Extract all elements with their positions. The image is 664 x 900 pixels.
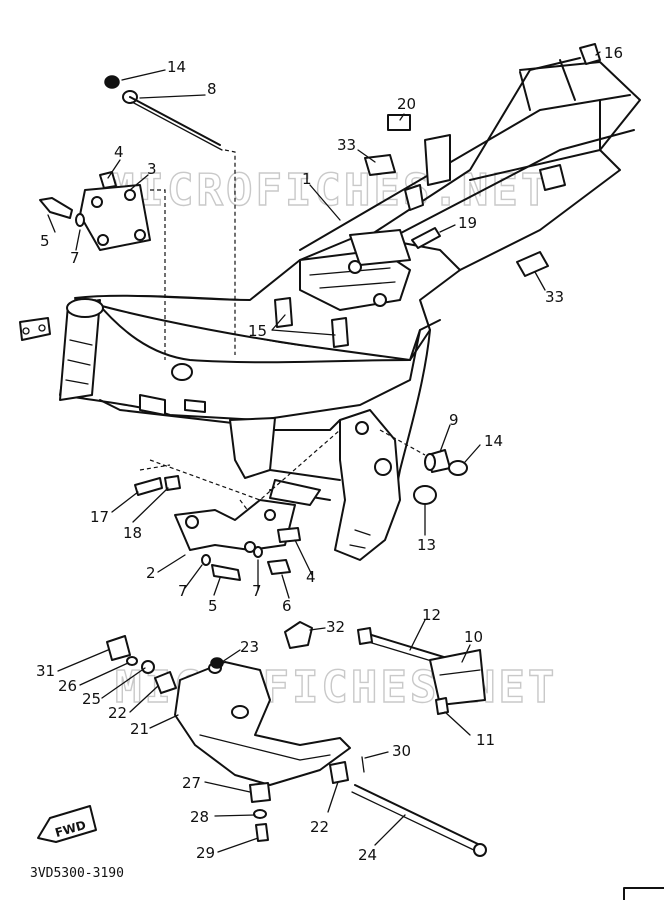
damper-27-29 bbox=[249, 782, 271, 842]
callout: 14 bbox=[484, 432, 503, 450]
callout: 25 bbox=[82, 690, 101, 708]
callout: 32 bbox=[326, 618, 345, 636]
leader-lines bbox=[47, 51, 601, 853]
callout: 28 bbox=[190, 808, 209, 826]
callout: 7 bbox=[178, 582, 188, 600]
collars-left bbox=[106, 635, 177, 694]
clamp-32 bbox=[284, 621, 313, 649]
callout: 12 bbox=[422, 606, 441, 624]
callout: 14 bbox=[167, 58, 186, 76]
page-corner-frame bbox=[623, 887, 664, 900]
callout: 33 bbox=[337, 136, 356, 154]
callout: 6 bbox=[282, 597, 292, 615]
callout: 1 bbox=[302, 170, 312, 188]
callout: 22 bbox=[310, 818, 329, 836]
callout: 9 bbox=[449, 411, 459, 429]
callout: 8 bbox=[207, 80, 217, 98]
callout: 4 bbox=[306, 568, 316, 586]
callout: 20 bbox=[397, 95, 416, 113]
callout: 7 bbox=[70, 249, 80, 267]
callout: 21 bbox=[130, 720, 149, 738]
callout: 10 bbox=[464, 628, 483, 646]
callout: 26 bbox=[58, 677, 77, 695]
callout: 22 bbox=[108, 704, 127, 722]
callout: 15 bbox=[248, 322, 267, 340]
callout: 27 bbox=[182, 774, 201, 792]
main-frame bbox=[19, 57, 641, 561]
callout: 18 bbox=[123, 524, 142, 542]
callout: 23 bbox=[240, 638, 259, 656]
callout: 30 bbox=[392, 742, 411, 760]
callout: 13 bbox=[417, 536, 436, 554]
rear-bracket-10 bbox=[357, 627, 486, 715]
callout: 31 bbox=[36, 662, 55, 680]
clip-17-18 bbox=[134, 475, 181, 496]
callout: 19 bbox=[458, 214, 477, 232]
callout: 4 bbox=[114, 143, 124, 161]
callout-labels: 14 8 4 3 5 7 1 20 33 16 19 33 15 9 14 13… bbox=[36, 44, 623, 864]
callout: 5 bbox=[208, 597, 218, 615]
watermark-top: MICROFICHES.NET bbox=[108, 165, 550, 216]
callout: 3 bbox=[147, 160, 157, 178]
callout: 2 bbox=[146, 564, 156, 582]
collars bbox=[413, 449, 468, 505]
callout: 7 bbox=[252, 582, 262, 600]
bolt-8-top bbox=[104, 75, 223, 151]
engine-bracket-2 bbox=[174, 499, 301, 581]
under-cover-21 bbox=[174, 661, 351, 786]
fwd-arrow-icon: FWD bbox=[37, 805, 97, 843]
callout: 29 bbox=[196, 844, 215, 862]
callout: 33 bbox=[545, 288, 564, 306]
diagram-code: 3VD5300-3190 bbox=[30, 866, 124, 881]
bolt-23 bbox=[210, 657, 224, 669]
callout: 11 bbox=[476, 731, 495, 749]
callout: 16 bbox=[604, 44, 623, 62]
rod-24 bbox=[329, 756, 487, 857]
callout: 17 bbox=[90, 508, 109, 526]
callout: 24 bbox=[358, 846, 377, 864]
callout: 5 bbox=[40, 232, 50, 250]
